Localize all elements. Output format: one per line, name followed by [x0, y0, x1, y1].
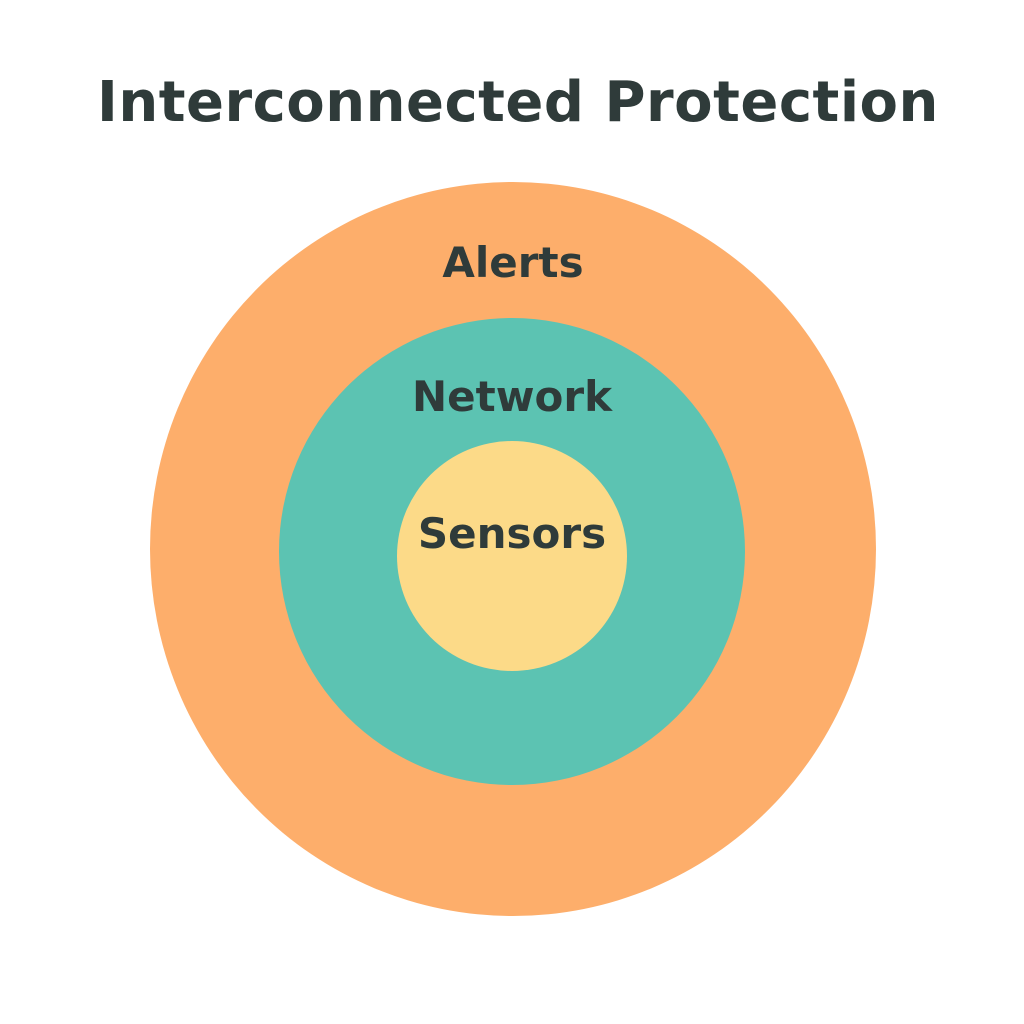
sensors-ring: Sensors	[397, 441, 627, 671]
network-ring: Network	[279, 318, 745, 785]
alerts-label: Alerts	[442, 238, 584, 287]
sensors-label: Sensors	[417, 509, 607, 558]
diagram-title: Interconnected Protection	[97, 70, 939, 135]
network-label: Network	[411, 372, 612, 421]
